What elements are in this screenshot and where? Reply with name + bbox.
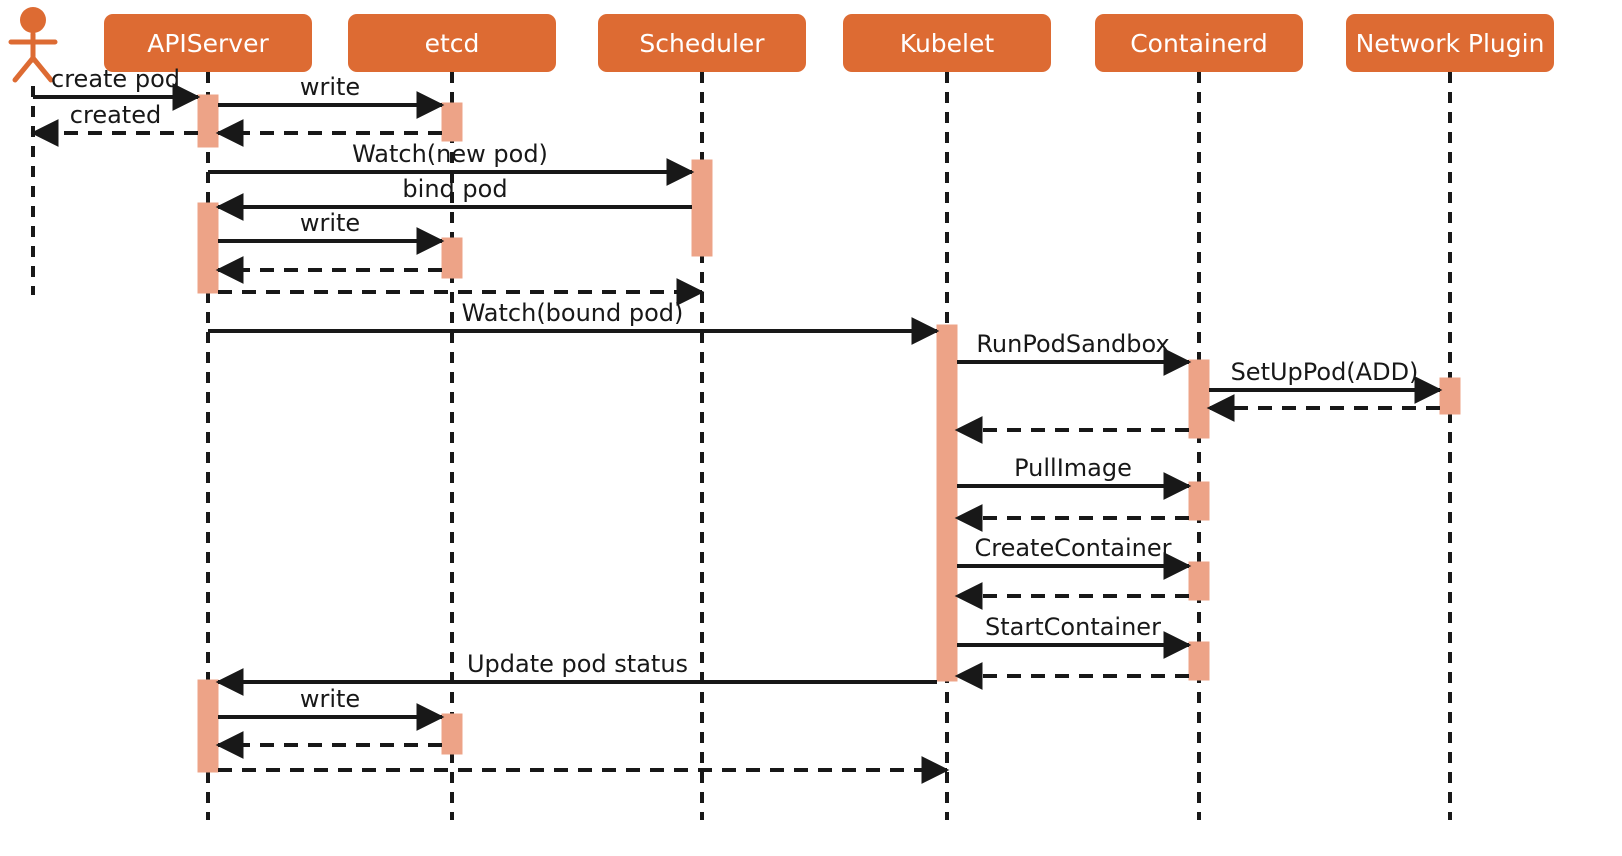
message-label: Watch(new pod) [352, 140, 548, 168]
message-label: PullImage [1014, 454, 1132, 482]
participant-box[interactable] [843, 14, 1051, 72]
participant-kubelet[interactable]: Kubelet [843, 14, 1051, 72]
participant-label: APIServer [147, 29, 269, 58]
message-label: write [300, 73, 360, 101]
message-label: RunPodSandbox [976, 330, 1169, 358]
message-m15: PullImage [957, 454, 1192, 500]
message-label: Watch(bound pod) [462, 299, 684, 327]
apiserver-activation-bind [197, 202, 219, 294]
message-m21: Update pod status [215, 650, 937, 696]
participant-scheduler[interactable]: Scheduler [598, 14, 806, 72]
containerd-activation-create [1188, 561, 1210, 601]
message-m4: created [30, 101, 198, 147]
participant-label: Scheduler [639, 29, 765, 58]
message-label: SetUpPod(ADD) [1231, 358, 1419, 386]
containerd-activation-start [1188, 641, 1210, 681]
apiserver-activation-status [197, 679, 219, 773]
actor-body-icon [8, 31, 58, 83]
message-label: write [300, 209, 360, 237]
containerd-activation-pull [1188, 481, 1210, 521]
message-m10: Watch(bound pod) [208, 299, 940, 345]
message-m2: write [218, 73, 445, 119]
participant-netplugin[interactable]: Network Plugin [1346, 14, 1554, 72]
message-m5: Watch(new pod) [208, 140, 695, 186]
etcd-activation-write-1 [441, 102, 463, 142]
etcd-activation-write-2 [441, 237, 463, 279]
message-m12: SetUpPod(ADD) [1209, 358, 1443, 404]
message-m1: create pod [33, 65, 201, 111]
participant-box[interactable] [1346, 14, 1554, 72]
message-label: CreateContainer [974, 534, 1171, 562]
apiserver-activation-create [197, 94, 219, 148]
participant-box[interactable] [348, 14, 556, 72]
activation-bars [197, 94, 1461, 773]
message-m22: write [218, 685, 445, 731]
kubelet-activation-main [936, 324, 958, 682]
message-label: write [300, 685, 360, 713]
participant-etcd[interactable]: etcd [348, 14, 556, 72]
participant-label: Kubelet [900, 29, 995, 58]
participant-apiserver[interactable]: APIServer [104, 14, 312, 72]
message-label: created [70, 101, 161, 129]
participant-boxes: APIServer etcd Scheduler Kubelet Containerd N… [8, 7, 1554, 83]
message-label: create pod [51, 65, 180, 93]
participant-label: Network Plugin [1356, 29, 1545, 58]
message-m11: RunPodSandbox [957, 330, 1192, 376]
actor-head-icon [20, 7, 46, 33]
message-label: bind pod [402, 175, 507, 203]
containerd-activation-sandbox [1188, 359, 1210, 439]
message-m7: write [218, 209, 445, 255]
scheduler-activation-bind [691, 159, 713, 257]
actor-icon[interactable] [8, 7, 58, 83]
participant-containerd[interactable]: Containerd [1095, 14, 1303, 72]
participant-label: Containerd [1130, 29, 1268, 58]
message-m6: bind pod [215, 175, 692, 221]
participant-box[interactable] [598, 14, 806, 72]
lifelines [31, 72, 1452, 820]
message-m17: CreateContainer [957, 534, 1192, 580]
etcd-activation-write-3 [441, 713, 463, 755]
participant-box[interactable] [1095, 14, 1303, 72]
netplugin-activation-setup [1439, 377, 1461, 415]
message-label: StartContainer [985, 613, 1161, 641]
participant-label: etcd [425, 29, 480, 58]
participant-box[interactable] [104, 14, 312, 72]
message-label: Update pod status [467, 650, 688, 678]
message-m19: StartContainer [957, 613, 1192, 659]
